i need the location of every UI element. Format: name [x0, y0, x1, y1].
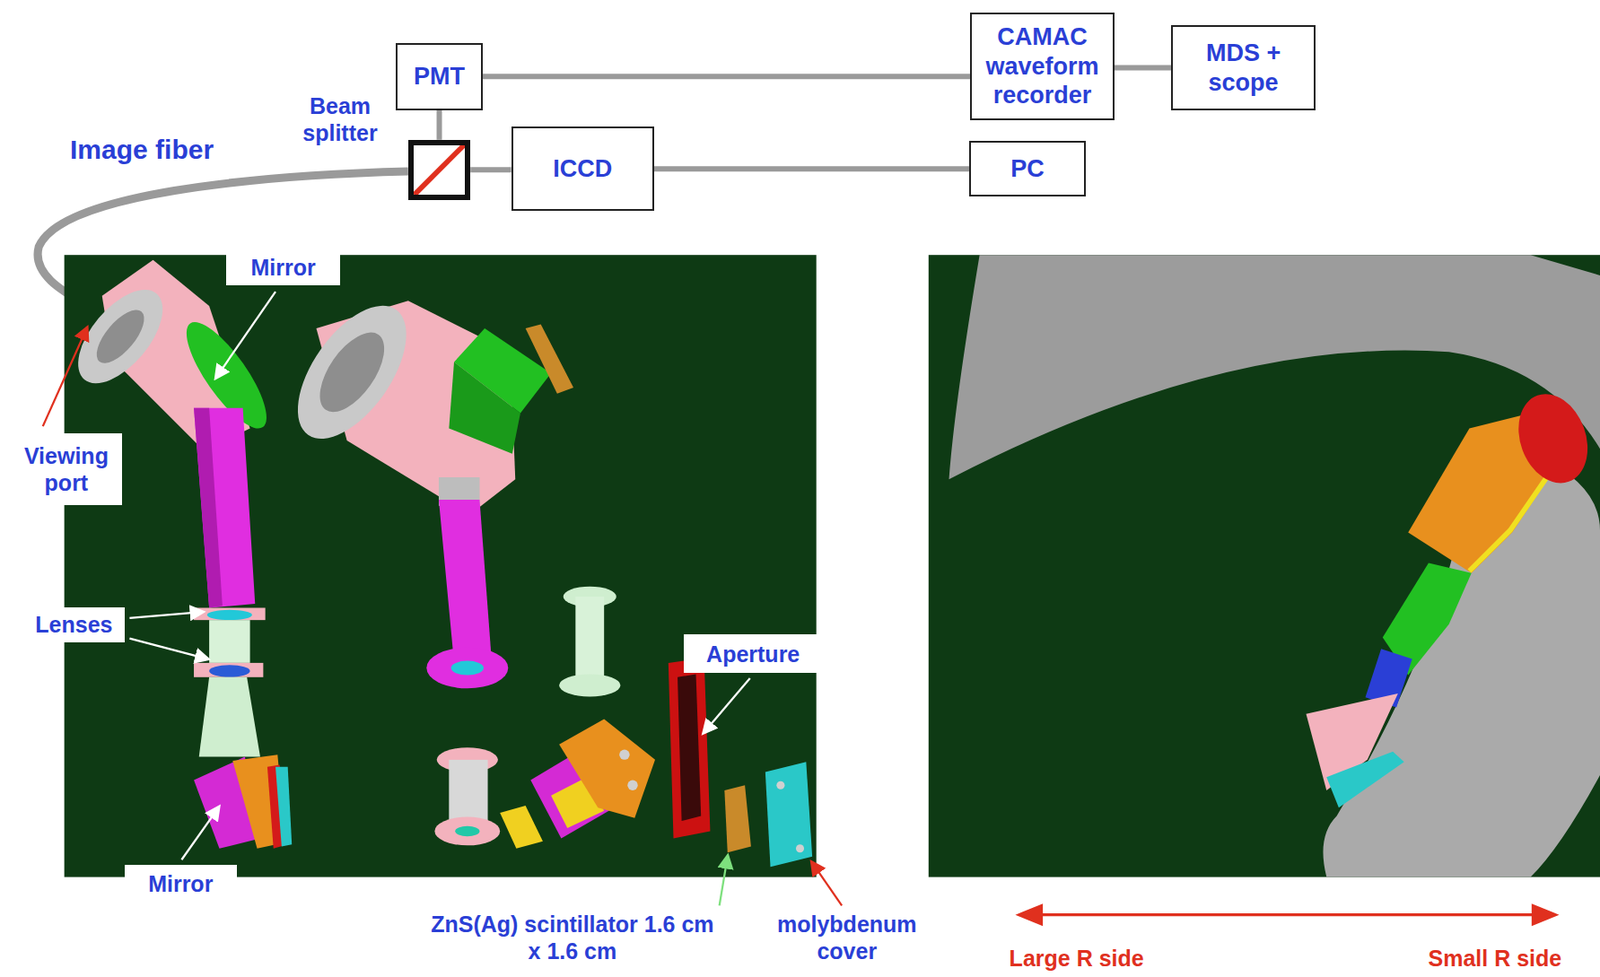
part-label: Mirror [124, 865, 237, 902]
part-label: Lenses [23, 607, 125, 644]
part-label: Aperture [683, 634, 823, 674]
node-label: ICCD [552, 154, 613, 184]
pc-box: PC [969, 140, 1086, 198]
annotation-label: Small R side [1398, 944, 1592, 972]
exploded-view [276, 287, 813, 867]
right-panel [928, 254, 1600, 877]
left-panel [64, 254, 817, 877]
node-label: PC [1010, 154, 1045, 184]
node-label: MDS + scope [1178, 38, 1308, 97]
beam-splitter: Beam splitter [408, 139, 471, 201]
annotation-label: ZnS(Ag) scintillator 1.6 cm x 1.6 cm [428, 910, 717, 965]
iccd-box: ICCD [511, 126, 655, 211]
signal-cable [438, 110, 440, 140]
assembled-view [62, 260, 293, 849]
part-label: Mirror [226, 248, 340, 286]
signal-cable [654, 168, 970, 170]
radius-arrow [1014, 903, 1559, 927]
leader-lines [43, 291, 842, 906]
annotation-label: Image fiber [44, 133, 239, 167]
annotation-label: molybdenum cover [754, 910, 939, 965]
scope-box: MDS + scope [1171, 25, 1315, 110]
part-label: Viewing port [9, 433, 123, 506]
recorder-box: CAMAC waveform recorder [970, 12, 1114, 122]
signal-cable [1114, 67, 1172, 69]
node-label: CAMAC waveform recorder [977, 22, 1107, 110]
signal-cable [470, 169, 511, 171]
pmt-box: PMT [395, 43, 483, 111]
vessel-view [949, 254, 1600, 877]
annotation-label: Large R side [979, 944, 1174, 972]
splitter-diagonal [414, 144, 465, 195]
node-label: PMT [413, 61, 465, 91]
signal-cable [482, 76, 971, 78]
node-label: Beam splitter [282, 92, 397, 147]
